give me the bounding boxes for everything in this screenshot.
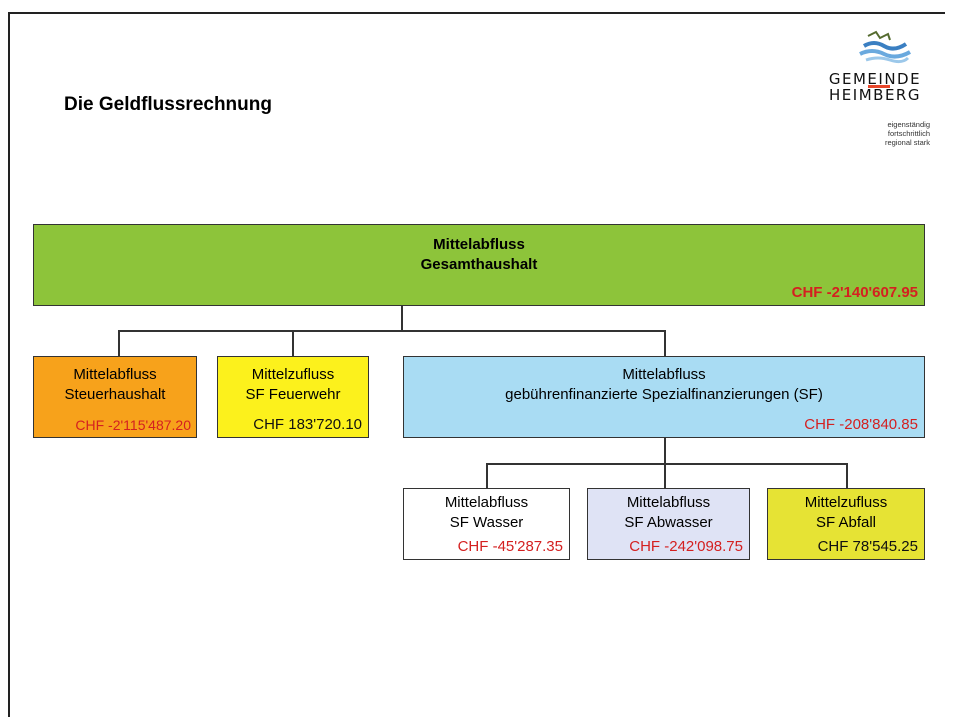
- node-label: Mittelabfluss: [626, 494, 711, 511]
- connector-line: [486, 463, 848, 465]
- connector-line: [664, 330, 666, 357]
- node-amount: CHF -2'115'487.20: [75, 417, 191, 433]
- node-label: Mittelzufluss: [804, 494, 888, 511]
- node-amount: CHF -45'287.35: [457, 538, 563, 555]
- logo-name-line1: GEMEINDE: [828, 70, 922, 88]
- node-sf-wasser: Mittelabfluss SF Wasser CHF -45'287.35: [403, 488, 570, 560]
- node-label: Mittelabfluss: [622, 366, 706, 383]
- connector-line: [292, 330, 294, 357]
- node-label: SF Abwasser: [624, 514, 713, 531]
- node-sf-abwasser: Mittelabfluss SF Abwasser CHF -242'098.7…: [587, 488, 750, 560]
- node-label: Gesamthaushalt: [420, 256, 538, 273]
- node-label: Mittelabfluss: [433, 236, 525, 253]
- logo-name-line2: HEIMBERG: [829, 86, 921, 104]
- node-label: Steuerhaushalt: [64, 386, 166, 403]
- connector-line: [846, 463, 848, 489]
- connector-line: [486, 463, 488, 489]
- node-label: Mittelzufluss: [251, 366, 335, 383]
- connector-line: [118, 330, 665, 332]
- logo-tagline: regional stark: [884, 138, 930, 147]
- connector-line: [118, 330, 120, 357]
- node-spezialfinanzierungen: Mittelabfluss gebührenfinanzierte Spezia…: [403, 356, 925, 438]
- node-steuerhaushalt: Mittelabfluss Steuerhaushalt CHF -2'115'…: [33, 356, 197, 438]
- node-sf-abfall: Mittelzufluss SF Abfall CHF 78'545.25: [767, 488, 925, 560]
- node-sf-feuerwehr: Mittelzufluss SF Feuerwehr CHF 183'720.1…: [217, 356, 369, 438]
- logo-accent-bar: [868, 85, 890, 88]
- connector-line: [664, 463, 666, 489]
- connector-line: [401, 305, 403, 331]
- heimberg-emblem-icon: [859, 30, 911, 64]
- node-label: Mittelabfluss: [444, 494, 529, 511]
- node-label: SF Feuerwehr: [245, 386, 341, 403]
- logo-tagline: eigenständig: [887, 120, 930, 129]
- gemeinde-logo: GEMEINDE HEIMBERG eigenständig fortschri…: [820, 28, 930, 158]
- node-amount: CHF -2'140'607.95: [791, 284, 918, 301]
- node-label: Mittelabfluss: [73, 366, 157, 383]
- connector-line: [664, 438, 666, 464]
- node-amount: CHF -208'840.85: [804, 416, 918, 433]
- node-gesamthaushalt: Mittelabfluss Gesamthaushalt CHF -2'140'…: [33, 224, 925, 306]
- node-amount: CHF 78'545.25: [817, 538, 918, 555]
- node-label: gebührenfinanzierte Spezialfinanzierunge…: [505, 386, 823, 403]
- slide-frame: [8, 12, 945, 717]
- node-amount: CHF 183'720.10: [253, 416, 362, 433]
- node-amount: CHF -242'098.75: [629, 538, 743, 555]
- node-label: SF Abfall: [815, 514, 877, 531]
- slide-title: Die Geldflussrechnung: [64, 94, 272, 115]
- logo-tagline: fortschrittlich: [887, 129, 930, 138]
- node-label: SF Wasser: [449, 514, 524, 531]
